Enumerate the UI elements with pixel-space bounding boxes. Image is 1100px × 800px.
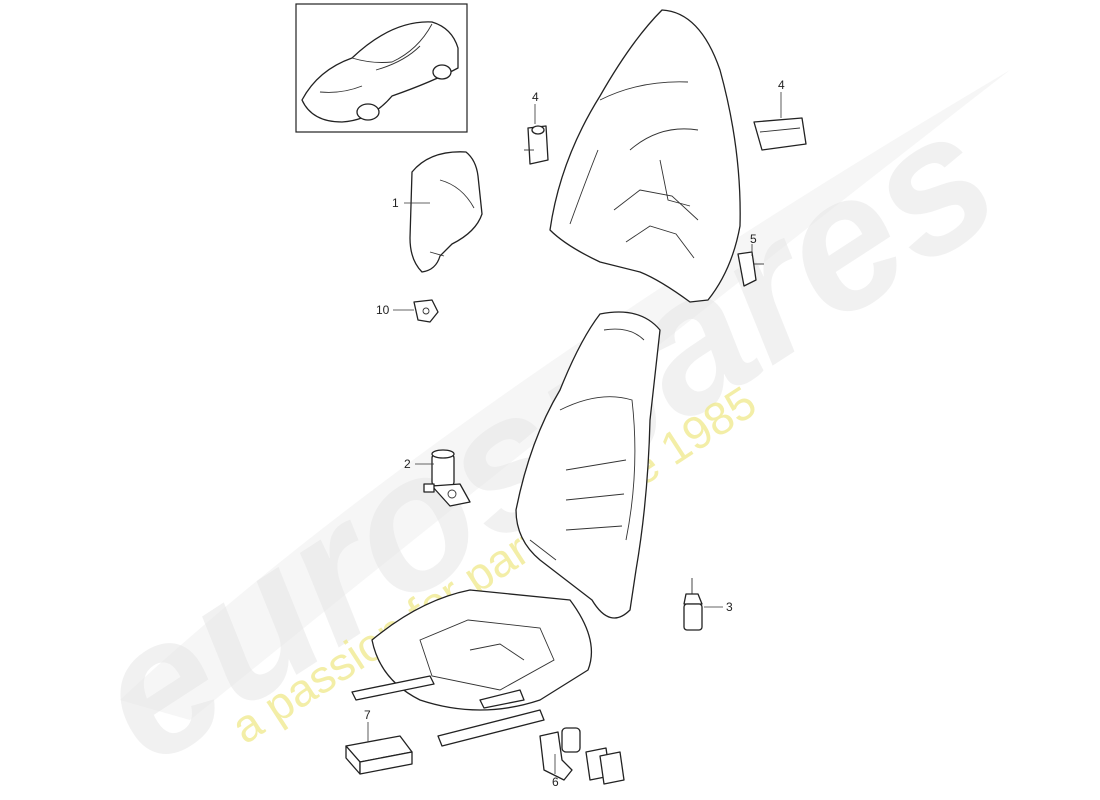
car-icon — [301, 21, 459, 123]
callout-5a: 4 — [532, 90, 539, 104]
callout-10: 10 — [376, 303, 390, 317]
part-5-clip-upper — [524, 125, 549, 165]
part-3-lubricant — [683, 578, 703, 631]
callout-5b: 5 — [750, 232, 757, 246]
part-seatback-shell — [549, 9, 741, 303]
part-4-connector — [753, 117, 807, 151]
part-6-motor-assembly — [539, 727, 625, 785]
callout-4: 4 — [778, 78, 785, 92]
part-5-clip-right — [737, 251, 764, 287]
part-2-motor — [423, 449, 471, 507]
callout-6: 6 — [552, 775, 559, 789]
vehicle-thumbnail — [295, 3, 468, 133]
part-10-bracket — [413, 299, 439, 323]
callout-2: 2 — [404, 457, 411, 471]
part-seatback-frame — [515, 311, 661, 619]
callout-7: 7 — [364, 708, 371, 722]
part-7-control-module — [345, 735, 413, 775]
callout-1: 1 — [392, 196, 399, 210]
callout-3: 3 — [726, 600, 733, 614]
part-seat-frame — [351, 589, 592, 747]
part-1-side-trim — [409, 151, 483, 273]
